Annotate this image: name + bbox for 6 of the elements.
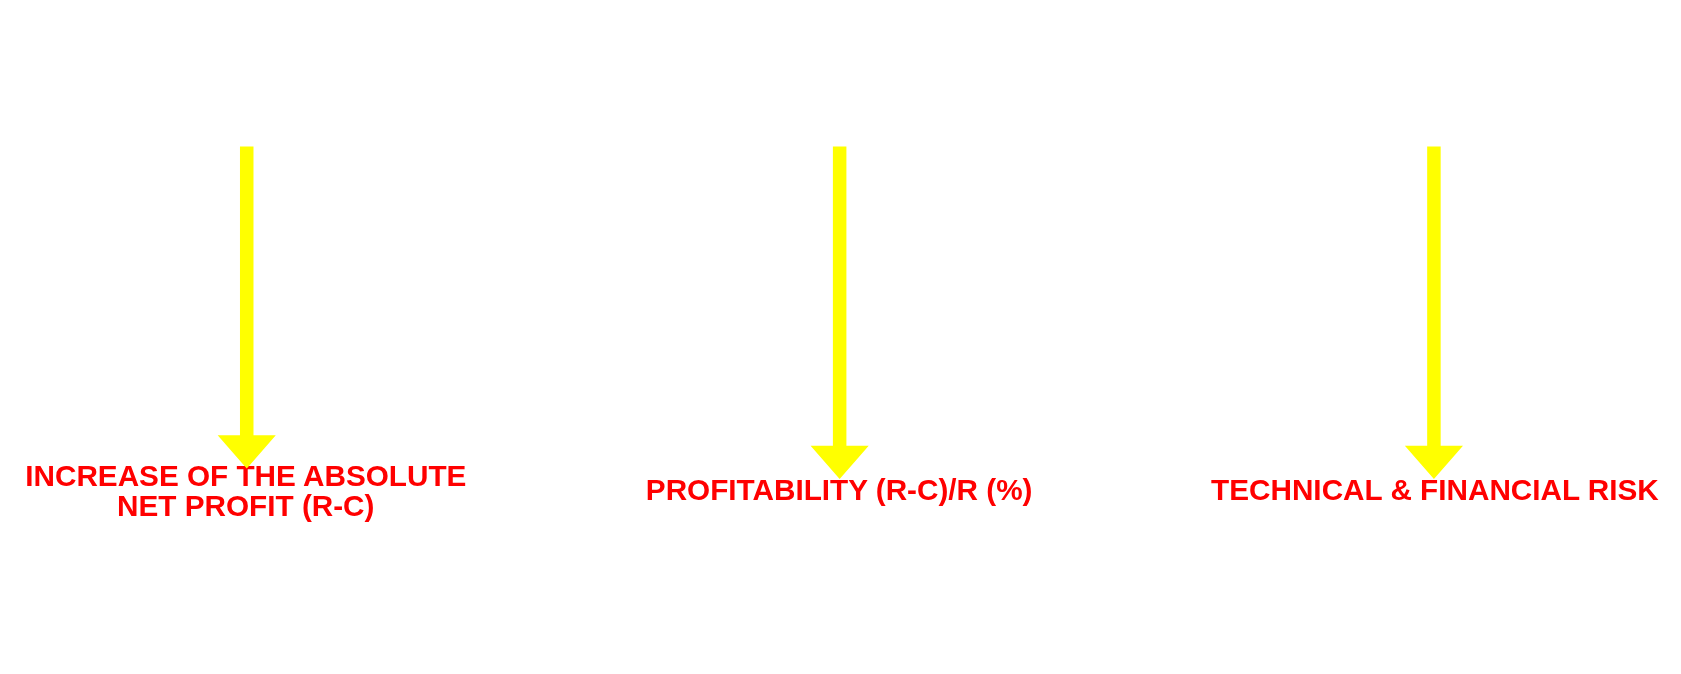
- arrow: [810, 146, 869, 479]
- node-text: TECHNICAL & FINANCIAL RISK: [1210, 472, 1659, 506]
- arrow: [217, 146, 276, 469]
- arrow: [1404, 146, 1463, 479]
- node-text: PROFITABILITY (R-C)/R (%): [645, 472, 1032, 506]
- node-text: INCREASE OF THE ABSOLUTE NET PROFIT (R-C): [24, 459, 466, 522]
